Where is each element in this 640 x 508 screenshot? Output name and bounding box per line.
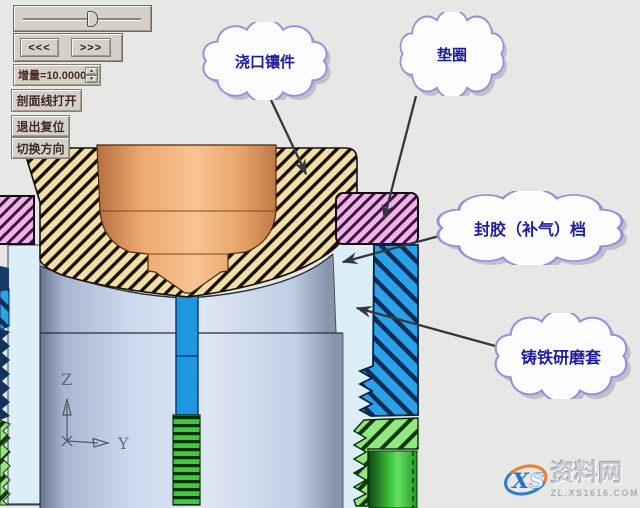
callout-washer: 垫圈 [396, 12, 508, 96]
cylinder-dome[interactable] [40, 254, 336, 333]
callout-seal-label: 封胶（补气）档 [473, 222, 586, 239]
spring-coil[interactable] [172, 414, 201, 506]
callout-washer-label: 垫圈 [436, 46, 467, 64]
washer-section[interactable] [335, 192, 419, 245]
spinner-up-button[interactable]: ▲ [85, 67, 98, 75]
bore-cyan-left[interactable] [7, 244, 41, 506]
swoosh-icon [504, 464, 548, 496]
increment-spinner: ▲ ▼ [85, 67, 98, 83]
axis-z-label: Z [61, 370, 72, 389]
left-ring-green [0, 419, 11, 506]
watermark: XS 资料网 ZL.XS1616.COM [503, 453, 639, 507]
step-button-panel: <<< >>> [13, 33, 123, 62]
axes-triad [61, 398, 111, 448]
gate-insert-shape[interactable] [96, 144, 277, 294]
increment-field[interactable]: 增量=10.0000 ▲ ▼ [13, 64, 101, 86]
leader-sleeve [355, 306, 500, 349]
leader-gate-insert [269, 99, 308, 176]
leader-washer [381, 95, 418, 221]
callout-gate-insert: 浇口镶件 [198, 22, 332, 100]
left-ring-navy [0, 266, 9, 293]
left-ring-thread [0, 328, 10, 420]
left-ring-blue-hatch [0, 288, 10, 331]
sprue-channel[interactable] [175, 289, 199, 416]
leader-seal [341, 233, 444, 265]
watermark-url: ZL.XS1616.COM [550, 488, 639, 498]
axis-y-label: Y [117, 434, 129, 453]
washer-section-left[interactable] [0, 195, 35, 245]
section-line-toggle-button[interactable]: 剖面线打开 [11, 89, 82, 112]
callout-sleeve-label: 铸铁研磨套 [520, 350, 601, 367]
watermark-initials: XS [510, 469, 545, 494]
callout-seal: 封胶（补气）档 [430, 191, 630, 265]
step-forward-button[interactable]: >>> [71, 38, 111, 57]
callout-sleeve: 铸铁研磨套 [490, 313, 632, 399]
green-cylinder[interactable] [368, 450, 418, 508]
exit-reset-button[interactable]: 退出复位 [11, 115, 70, 137]
watermark-logo: XS [504, 464, 548, 496]
slider-thumb[interactable] [86, 11, 98, 27]
spinner-down-button[interactable]: ▼ [85, 75, 98, 83]
nut-green-section[interactable] [352, 417, 419, 507]
dome-right-edge [332, 253, 337, 334]
increment-value: 增量=10.0000 [18, 70, 87, 82]
watermark-site-name: 资料网 [550, 460, 623, 487]
sleeve-blue-section[interactable] [357, 244, 419, 417]
leader-arrows [269, 95, 500, 349]
switch-direction-button[interactable]: 切换方向 [11, 137, 70, 159]
step-back-button[interactable]: <<< [20, 38, 59, 57]
slider-track[interactable] [23, 18, 141, 21]
slider-panel [13, 5, 152, 32]
callout-gate-insert-label: 浇口镶件 [234, 53, 295, 71]
